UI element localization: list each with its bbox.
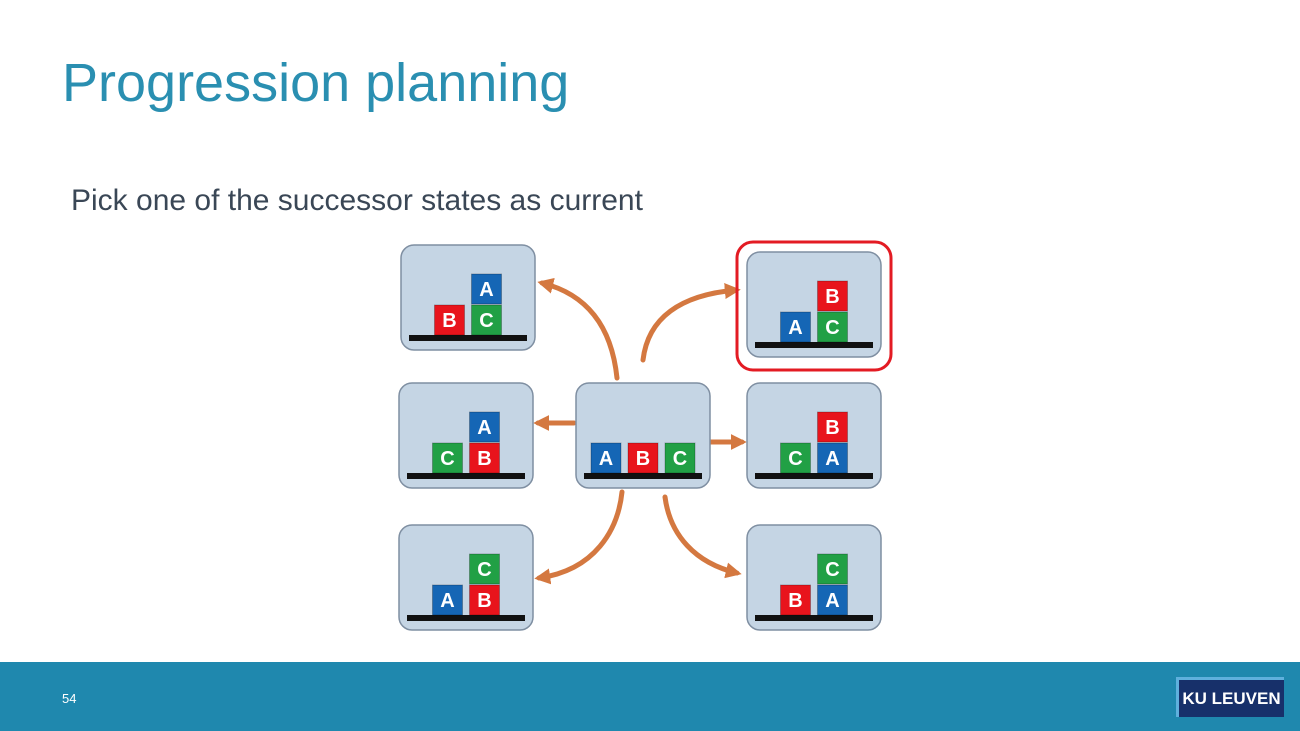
- state-panel-background: [746, 524, 882, 631]
- table-surface: [755, 473, 873, 479]
- state-panel-background: [398, 382, 534, 489]
- block-label: C: [440, 448, 454, 470]
- block-A: A: [471, 273, 502, 305]
- block-C: C: [469, 553, 500, 585]
- block-label: B: [636, 448, 650, 470]
- block-label: C: [479, 310, 493, 332]
- block-C: C: [664, 442, 696, 474]
- state-panel-center: A B C: [575, 382, 711, 489]
- block-B: B: [469, 584, 500, 616]
- block-B: B: [627, 442, 659, 474]
- table-surface: [407, 473, 525, 479]
- footer-bar: 54 KU LEUVEN: [0, 662, 1300, 731]
- block-label: A: [440, 590, 454, 612]
- block-label: C: [825, 317, 839, 339]
- ku-leuven-logo: KU LEUVEN: [1176, 677, 1284, 717]
- state-panel-background: [746, 251, 882, 358]
- block-B: B: [817, 411, 848, 443]
- table-surface: [755, 615, 873, 621]
- block-B: B: [469, 442, 500, 474]
- block-label: B: [477, 590, 491, 612]
- block-label: A: [825, 448, 839, 470]
- state-panel-bottom-left: A BC: [398, 524, 534, 631]
- block-B: B: [434, 304, 465, 336]
- block-label: B: [788, 590, 802, 612]
- block-A: A: [432, 584, 463, 616]
- block-label: A: [825, 590, 839, 612]
- state-panel-background: [746, 382, 882, 489]
- state-panel-top-right: A CB: [735, 240, 893, 372]
- slide-title: Progression planning: [62, 53, 570, 113]
- state-panel-top-left: B CA: [400, 244, 536, 351]
- state-panel-background: [398, 524, 534, 631]
- table-surface: [755, 342, 873, 348]
- block-label: C: [788, 448, 802, 470]
- arrow-center-to-top-right: [640, 283, 741, 363]
- block-C: C: [817, 311, 848, 343]
- table-surface: [584, 473, 702, 479]
- block-label: B: [477, 448, 491, 470]
- block-A: A: [817, 584, 848, 616]
- page-number: 54: [62, 691, 77, 706]
- block-C: C: [432, 442, 463, 474]
- block-label: C: [477, 559, 491, 581]
- table-surface: [409, 335, 527, 341]
- logo-text: KU LEUVEN: [1182, 688, 1281, 708]
- selected-state-highlight: [735, 240, 893, 372]
- block-C: C: [471, 304, 502, 336]
- block-label: C: [825, 559, 839, 581]
- state-panel-bottom-right: B AC: [746, 524, 882, 631]
- state-panel-mid-right: C AB: [746, 382, 882, 489]
- block-A: A: [780, 311, 811, 343]
- block-label: B: [825, 417, 839, 439]
- table-surface: [407, 615, 525, 621]
- arrow-center-to-bottom-left: [534, 489, 625, 585]
- block-label: A: [477, 417, 491, 439]
- block-label: C: [673, 448, 687, 470]
- transition-arrows: [533, 277, 747, 585]
- block-A: A: [590, 442, 622, 474]
- block-C: C: [817, 553, 848, 585]
- state-panel-background: [400, 244, 536, 351]
- state-panel-mid-left: C BA: [398, 382, 534, 489]
- block-A: A: [817, 442, 848, 474]
- arrow-center-to-bottom-right: [662, 494, 742, 579]
- block-C: C: [780, 442, 811, 474]
- slide-subtitle: Pick one of the successor states as curr…: [71, 184, 643, 217]
- block-label: A: [788, 317, 802, 339]
- block-label: B: [825, 286, 839, 308]
- block-B: B: [780, 584, 811, 616]
- block-A: A: [469, 411, 500, 443]
- block-label: B: [442, 310, 456, 332]
- block-label: A: [479, 279, 493, 301]
- arrow-center-to-top-left: [537, 277, 620, 381]
- block-label: A: [599, 448, 613, 470]
- block-B: B: [817, 280, 848, 312]
